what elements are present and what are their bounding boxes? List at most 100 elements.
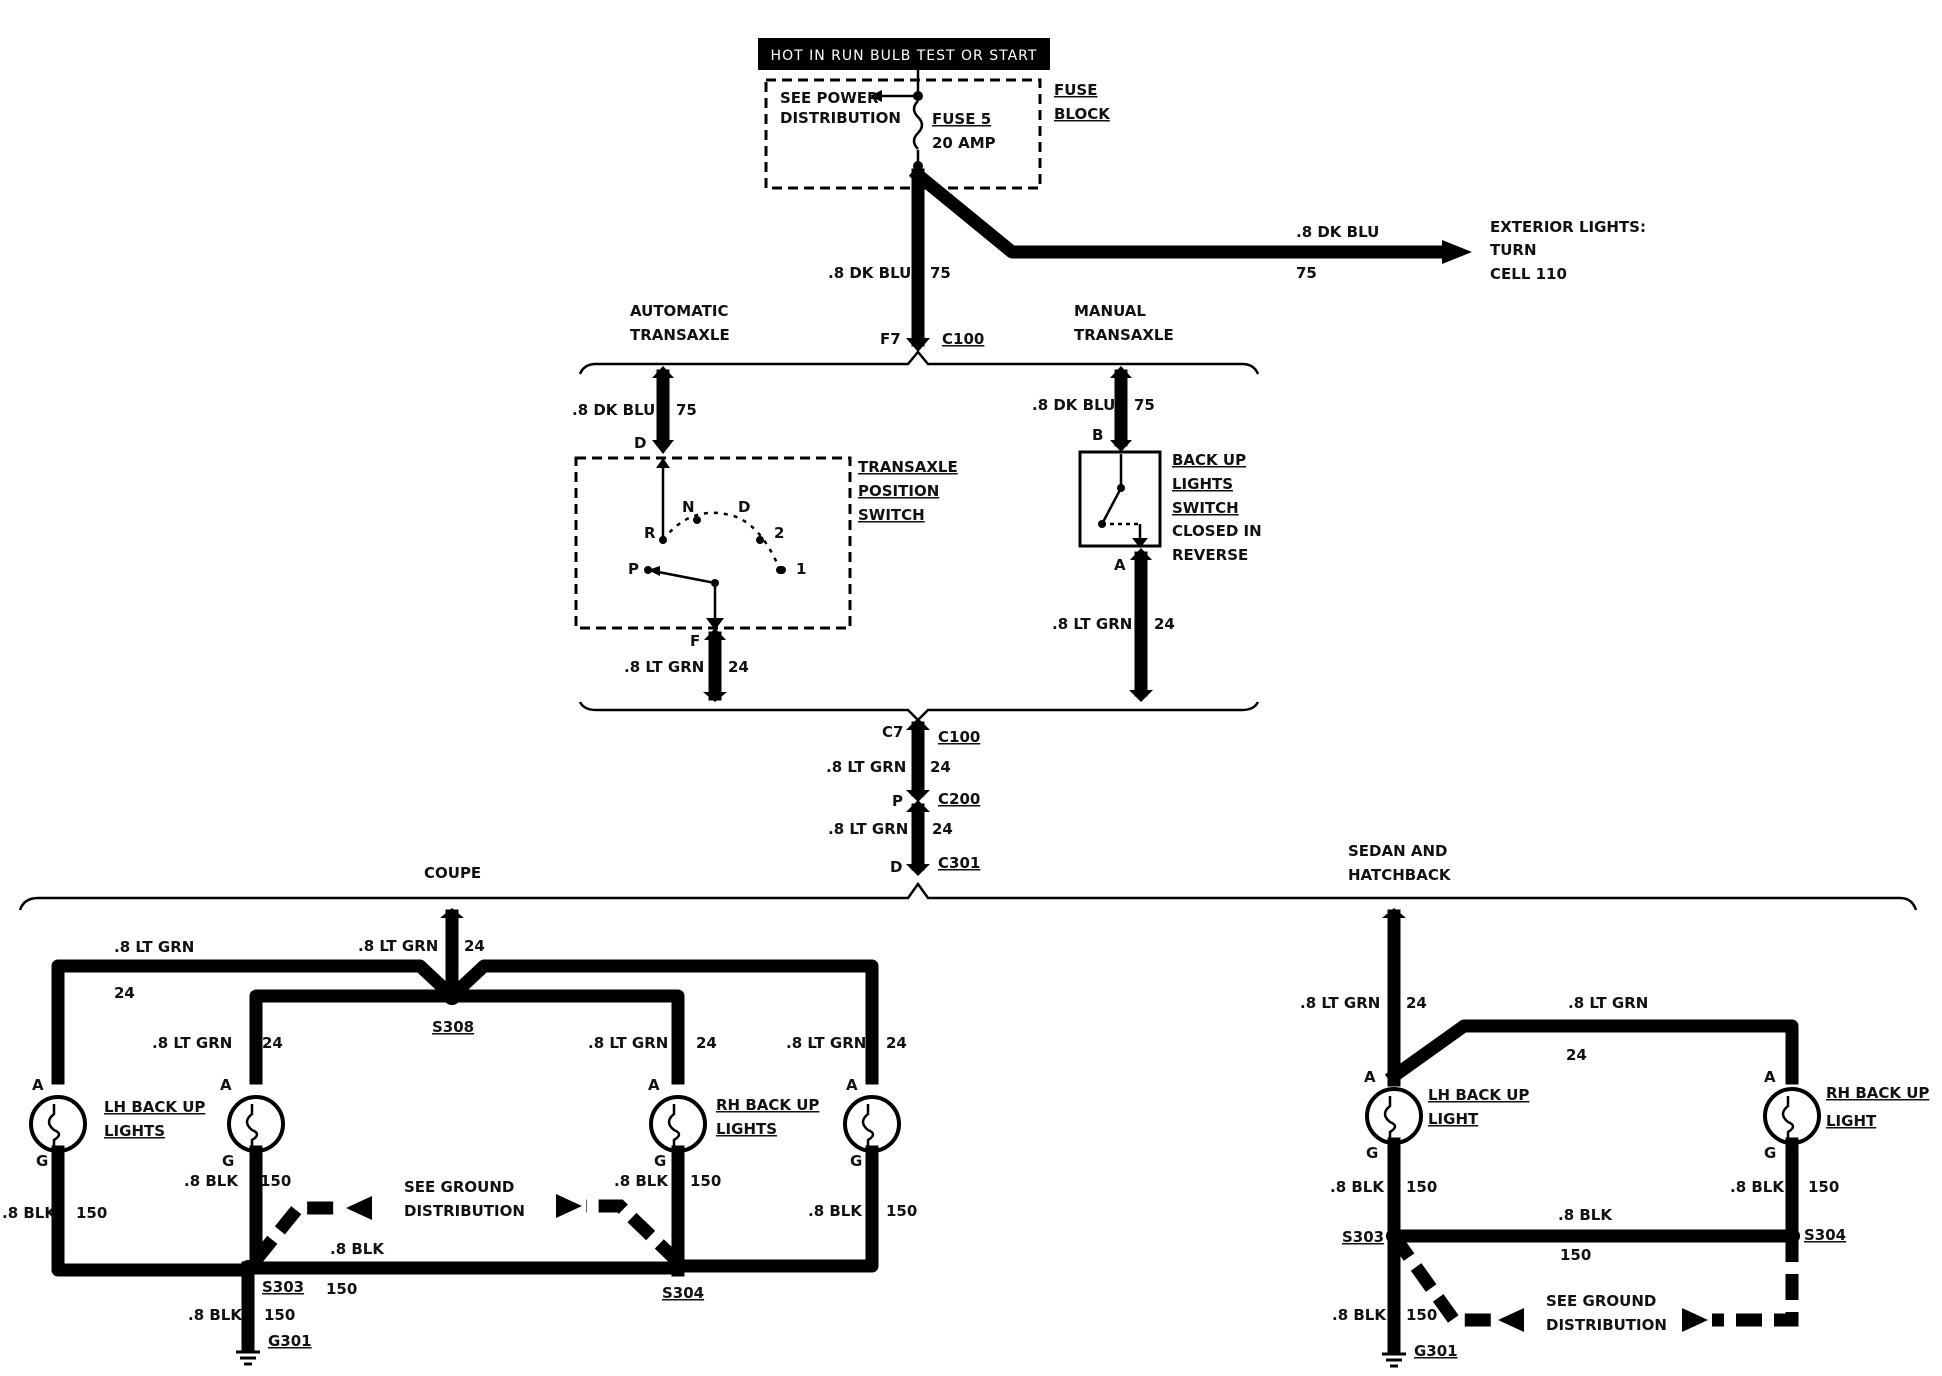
- manual-pin-b-terminal: [1110, 440, 1132, 452]
- tps-wiper-arrow: [648, 566, 660, 576]
- bls-arrow: [1132, 538, 1148, 548]
- body-style-bracket: [18, 881, 1918, 911]
- exterior-dest-label-3: CELL 110: [1490, 265, 1567, 283]
- sedan-ground-symbol: [1382, 1352, 1406, 1368]
- tps-contact-d: [756, 536, 764, 544]
- mid-circuit1-label: 24: [930, 758, 951, 776]
- manual-pin-b-label: B: [1092, 426, 1103, 444]
- sedan-blk-mid-circuit: 150: [1560, 1246, 1591, 1264]
- coupe-ground-symbol: [236, 1350, 260, 1366]
- tps-pos-n: N: [682, 498, 695, 516]
- see-power-arrow: [870, 90, 882, 102]
- sedan-s303-label: S303: [1342, 1228, 1384, 1246]
- sedan-rh-lamp: [1763, 1087, 1821, 1145]
- coupe-lamp-4: [843, 1095, 901, 1153]
- sedan-lh-label-1: LH BACK UP: [1428, 1086, 1529, 1104]
- coupe-blk-circuit-3: 150: [690, 1172, 721, 1190]
- manual-title-1: MANUAL: [1074, 302, 1146, 320]
- sedan-blk-lh-circuit: 150: [1406, 1178, 1437, 1196]
- sedan-top-circuit-label: 24: [1566, 1046, 1587, 1064]
- bls-blade: [1100, 487, 1123, 525]
- c100-top-terminal: [906, 338, 930, 352]
- transaxle-position-switch-box: [574, 456, 852, 630]
- sedan-ground-ref-right: [1712, 1236, 1799, 1327]
- auto-pin-d-terminal: [652, 440, 674, 454]
- mid-circuit2-label: 24: [932, 820, 953, 838]
- mid-c301-label: C301: [938, 854, 980, 872]
- transaxle-options-bracket-bottom: [578, 701, 1260, 722]
- sedan-rh-label-2: LIGHT: [1826, 1112, 1877, 1130]
- sedan-rh-label-1: RH BACK UP: [1826, 1084, 1929, 1102]
- coupe-s304-label: S304: [662, 1284, 704, 1302]
- sedan-blk-mid-label: .8 BLK: [1558, 1206, 1613, 1224]
- tps-arrow-bottom: [706, 618, 724, 630]
- coupe-ground-label-2: DISTRIBUTION: [404, 1202, 525, 1220]
- sedan-ground-ref-left: [1388, 1232, 1492, 1327]
- auto-pin-f-label: F: [690, 632, 700, 650]
- coupe-blk-circuit-1: 150: [76, 1204, 107, 1222]
- coupe-pin-g-2: G: [222, 1152, 234, 1170]
- power-banner-text: HOT IN RUN BULB TEST OR START: [771, 48, 1038, 64]
- coupe-blk-circuit-4: 150: [886, 1202, 917, 1220]
- exterior-lights-wire: [908, 165, 1449, 259]
- coupe-wire-outer-right: [442, 959, 879, 1085]
- bls-label-3: SWITCH: [1172, 499, 1239, 517]
- sedan-ground-ref-left-arrow: [1498, 1308, 1524, 1332]
- fuse-block-label-2: BLOCK: [1054, 105, 1111, 123]
- fuse-name-label: FUSE 5: [932, 110, 991, 128]
- c100-top-label: C100: [942, 330, 984, 348]
- coupe-splice-s308: [443, 987, 461, 1005]
- coupe-pin-g-3: G: [654, 1152, 666, 1170]
- coupe-ground-ref-left-arrow: [346, 1196, 372, 1220]
- coupe-lamp-2: [227, 1095, 285, 1153]
- coupe-left-circuit-label: 24: [114, 984, 135, 1002]
- coupe-blk-label-1: .8 BLK: [2, 1204, 57, 1222]
- bls-label-1: BACK UP: [1172, 451, 1246, 469]
- coupe-left-wire-label: .8 LT GRN: [114, 938, 194, 956]
- coupe-l2-wire-label: .8 LT GRN: [152, 1034, 232, 1052]
- coupe-s303-label: S303: [262, 1278, 304, 1296]
- coupe-wire-inner-right: [445, 989, 685, 1085]
- sedan-blk-lh-label: .8 BLK: [1330, 1178, 1385, 1196]
- coupe-lh-label-1: LH BACK UP: [104, 1098, 205, 1116]
- coupe-ground-ref-left: [250, 1201, 340, 1265]
- manual-circuit-top-label: 75: [1134, 396, 1155, 414]
- transaxle-options-bracket-top: [578, 350, 1260, 375]
- sedan-ground-label-1: SEE GROUND: [1546, 1292, 1656, 1310]
- tps-contact-n: [693, 516, 701, 524]
- coupe-in-wire-label: .8 LT GRN: [358, 937, 438, 955]
- bls-label-5: REVERSE: [1172, 546, 1248, 564]
- tps-label-2: POSITION: [858, 482, 939, 500]
- coupe-ground-wire-4: [671, 1145, 879, 1273]
- coupe-s308-label: S308: [432, 1018, 474, 1036]
- main-wire-label: .8 DK BLU: [828, 264, 911, 282]
- c200-top-terminal: [906, 790, 930, 802]
- bls-label-4: CLOSED IN: [1172, 522, 1262, 540]
- manual-wire-bot-label: .8 LT GRN: [1052, 615, 1132, 633]
- sedan-ground-label-2: DISTRIBUTION: [1546, 1316, 1667, 1334]
- coupe-pin-g-4: G: [850, 1152, 862, 1170]
- coupe-pin-a-4: A: [846, 1076, 858, 1094]
- coupe-ground-label-1: SEE GROUND: [404, 1178, 514, 1196]
- sedan-in-circuit-label: 24: [1406, 994, 1427, 1012]
- coupe-pin-g-1: G: [36, 1152, 48, 1170]
- sedan-pin-a-lh: A: [1364, 1068, 1376, 1086]
- coupe-blk-label-4: .8 BLK: [808, 1202, 863, 1220]
- coupe-r1-wire-label: .8 LT GRN: [588, 1034, 668, 1052]
- coupe-blk-mid-label: .8 BLK: [330, 1240, 385, 1258]
- sedan-pin-g-rh: G: [1764, 1144, 1776, 1162]
- coupe-r2-wire-label: .8 LT GRN: [786, 1034, 866, 1052]
- coupe-l2-circuit-label: 24: [262, 1034, 283, 1052]
- fuse-element: [912, 100, 924, 150]
- sedan-blk-rh-label: .8 BLK: [1730, 1178, 1785, 1196]
- auto-wire-bot-label: .8 LT GRN: [624, 658, 704, 676]
- sedan-blk-g-circuit: 150: [1406, 1306, 1437, 1324]
- exterior-dest-label-1: EXTERIOR LIGHTS:: [1490, 218, 1646, 236]
- auto-bottom-terminal: [703, 692, 727, 702]
- auto-pin-d-label: D: [634, 434, 646, 452]
- automatic-title-2: TRANSAXLE: [630, 326, 730, 344]
- exterior-wire-label: .8 DK BLU: [1296, 223, 1379, 241]
- exterior-circuit-label: 75: [1296, 264, 1317, 282]
- coupe-ground-wire-1: [51, 1145, 255, 1277]
